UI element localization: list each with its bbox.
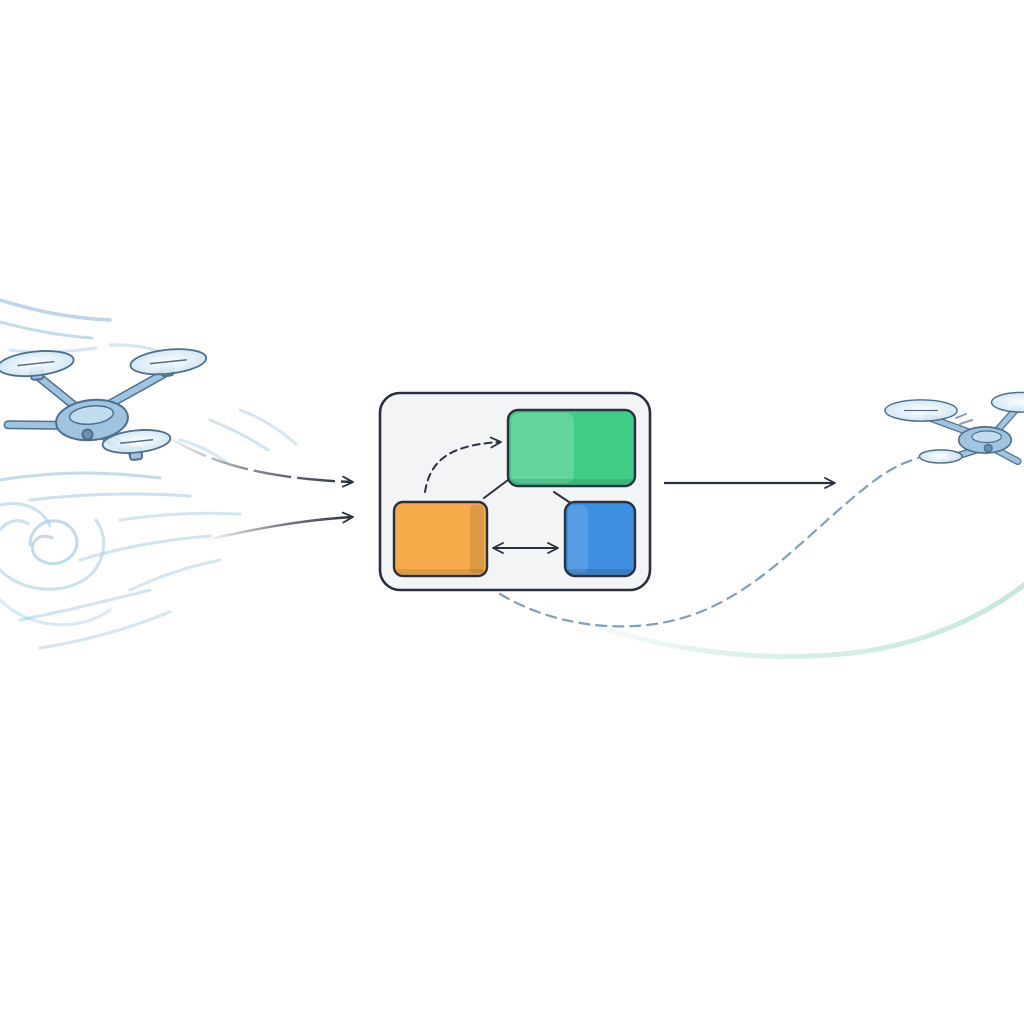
- wind-disturbance: [0, 298, 298, 650]
- wind-swirl-icon: [0, 298, 298, 650]
- trajectories: [498, 456, 1024, 659]
- module-orange: [392, 500, 489, 578]
- drone-icon: [884, 391, 1024, 466]
- module-green: [506, 408, 637, 488]
- drone-stabilized: [884, 391, 1024, 466]
- input-arrows: [159, 430, 354, 542]
- blue-module-icon: [563, 500, 637, 578]
- drone-state-arrow: [159, 430, 354, 488]
- stabilized-trajectory-glow: [537, 582, 1024, 659]
- motion-marks: [955, 413, 973, 425]
- drone-icon: [0, 348, 208, 461]
- module-blue: [563, 500, 637, 578]
- orange-module-icon: [392, 500, 489, 578]
- planned-trajectory-dashed: [498, 456, 920, 628]
- drone-disturbed: [0, 348, 208, 461]
- green-module-icon: [506, 408, 637, 488]
- link-green-to-orange: [483, 479, 509, 499]
- link-orange-to-green: [424, 436, 502, 493]
- controller-panel: [378, 391, 652, 592]
- disturbance-arrow: [204, 511, 354, 542]
